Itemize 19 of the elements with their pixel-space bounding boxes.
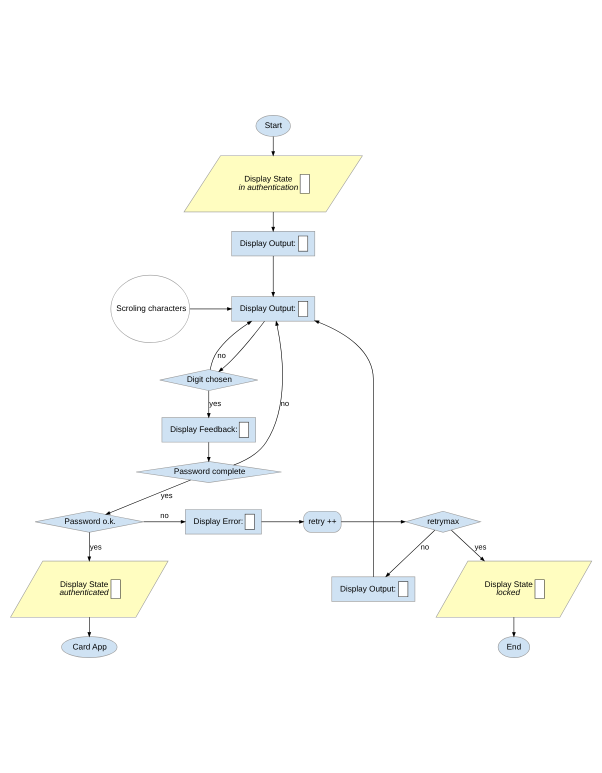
arrow xyxy=(314,320,374,578)
arrow xyxy=(210,320,252,370)
arrow xyxy=(105,480,191,515)
arrow xyxy=(271,212,276,232)
arrow xyxy=(271,256,276,298)
arrow xyxy=(206,442,211,462)
arrow xyxy=(233,320,283,466)
arrow xyxy=(218,320,265,372)
arrow xyxy=(271,136,276,157)
arrow xyxy=(190,307,232,311)
arrow xyxy=(512,617,516,638)
arrow xyxy=(206,390,211,418)
arrow xyxy=(340,520,406,524)
arrow xyxy=(87,532,92,562)
arrow xyxy=(143,520,186,524)
arrow xyxy=(385,530,436,578)
arrow xyxy=(87,617,92,638)
arrow xyxy=(451,530,485,562)
arrow xyxy=(261,520,304,524)
